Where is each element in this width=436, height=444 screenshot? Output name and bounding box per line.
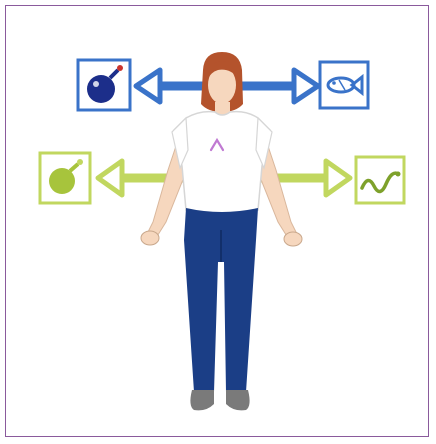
left-hand <box>141 231 159 245</box>
right-shoe <box>226 390 250 410</box>
green-snake-icon <box>356 157 404 203</box>
upper-arrow-right-head <box>294 70 318 102</box>
blue-fish-icon <box>320 62 368 108</box>
upper-arrow-left-head <box>136 70 160 102</box>
person-figure <box>141 52 302 410</box>
left-shoe <box>190 390 214 410</box>
right-hand <box>284 232 302 246</box>
lower-arrow-right-head <box>326 161 350 195</box>
green-bomb-icon <box>40 153 90 203</box>
blue-bomb-icon <box>78 60 130 110</box>
shirt <box>174 112 270 215</box>
lower-arrow-left-head <box>98 161 122 195</box>
